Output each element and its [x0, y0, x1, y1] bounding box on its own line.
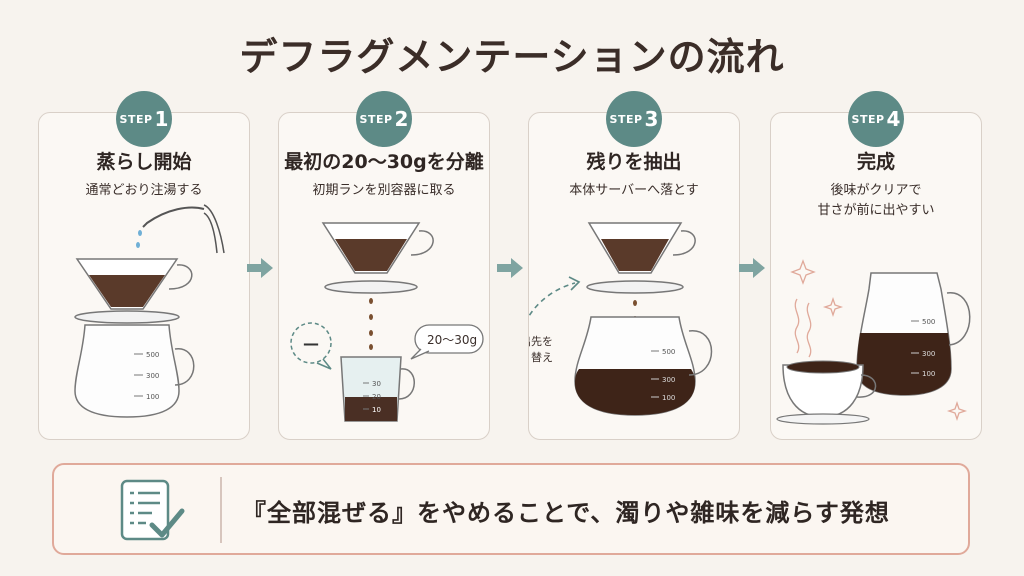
step-subtitle: 後味がクリアで 甘さが前に出やすい [817, 183, 935, 218]
separation-illustration: 30 20 10 — 20〜30g [290, 222, 484, 422]
bubble-right-text: 20〜30g [427, 333, 477, 347]
cup-mark: 10 [372, 406, 381, 414]
water-drop-icon [138, 230, 142, 236]
step-subtitle: 通常どおり注湯する [85, 183, 203, 198]
step-badge-number: 4 [886, 107, 901, 131]
step-badge-label: STEP [119, 112, 153, 126]
callout-bubble-left [290, 322, 332, 364]
step-badge-label: STEP [359, 112, 393, 126]
server-mark: 100 [922, 370, 935, 378]
sparkle-icon [946, 400, 968, 422]
cup-mark: 20 [372, 393, 381, 401]
server-mark: 500 [146, 351, 159, 359]
checklist-icon [120, 479, 185, 541]
step-badge-label: STEP [609, 112, 643, 126]
steam-icon [794, 298, 800, 354]
cup-mark: 30 [372, 380, 381, 388]
step-subtitle: 初期ランを別容器に取る [312, 183, 456, 198]
summary-panel: 『全部混ぜる』をやめることで、濁りや雑味を減らす発想 [52, 463, 970, 555]
switch-arrow-icon [529, 282, 576, 318]
finished-coffee-illustration: 500 300 100 [776, 259, 971, 425]
server-mark: 300 [662, 376, 675, 384]
callout-bubble-right [414, 324, 484, 354]
step-badge-number: 3 [644, 107, 659, 131]
page-title: デフラグメンテーションの流れ [239, 35, 785, 79]
step-badge-label: STEP [851, 112, 885, 126]
switch-label: 抽出先を [529, 334, 553, 348]
server-mark: 300 [146, 372, 159, 380]
server-mark: 100 [146, 393, 159, 401]
arrow-right-icon [247, 258, 273, 278]
server-mark: 500 [662, 348, 675, 356]
step-title: 蒸らし開始 [96, 151, 192, 173]
bubble-left-text: — [303, 334, 319, 353]
kettle-spout-icon [142, 206, 205, 228]
step-badge-number: 2 [394, 107, 409, 131]
extraction-illustration: 抽出先を 切り替え 500 300 100 [529, 222, 713, 416]
sparkle-icon [790, 259, 816, 285]
step-title: 残りを抽出 [586, 151, 682, 173]
panel-divider [220, 477, 222, 543]
server-mark: 500 [922, 318, 935, 326]
server-mark: 300 [922, 350, 935, 358]
pour-over-illustration: 500 300 100 [74, 204, 225, 418]
server-icon [74, 324, 180, 418]
step-title: 完成 [856, 151, 895, 173]
arrow-right-icon [739, 258, 765, 278]
arrow-right-icon [497, 258, 523, 278]
step-subtitle: 本体サーバーへ落とす [569, 183, 699, 198]
server-mark: 100 [662, 394, 675, 402]
step-badge-number: 1 [154, 107, 169, 131]
sparkle-icon [822, 296, 844, 318]
step-title: 最初の20〜30gを分離 [284, 151, 484, 173]
switch-label: 切り替え [529, 350, 553, 364]
summary-text: 『全部混ぜる』をやめることで、濁りや雑味を減らす発想 [242, 499, 890, 527]
